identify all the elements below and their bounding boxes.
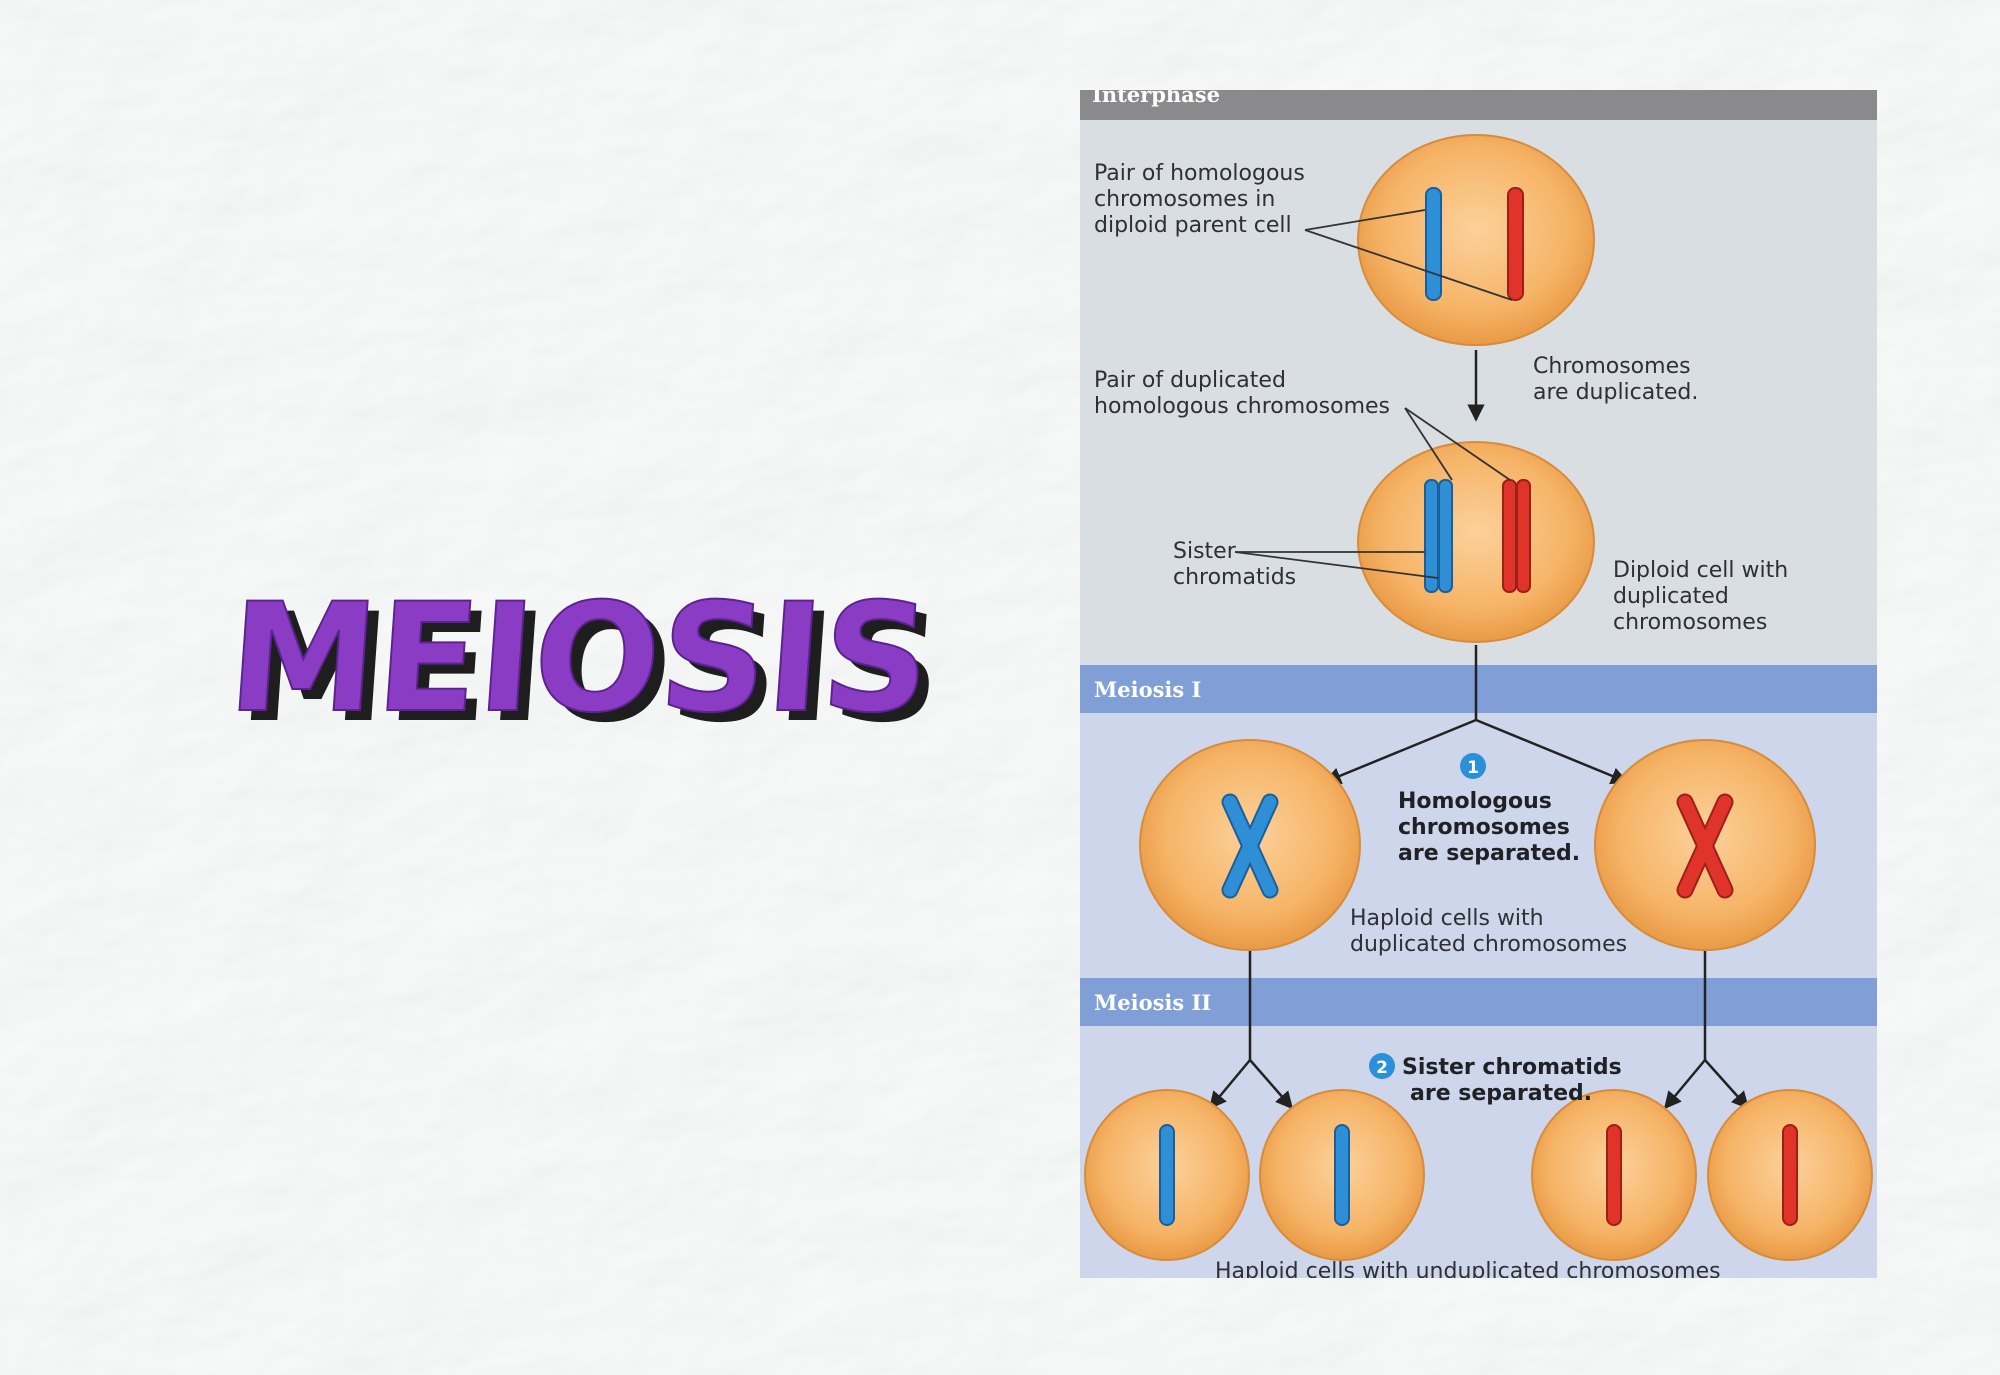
flow-arrows [1208,350,1750,1110]
label-leader-lines [1234,209,1513,579]
label-duplicated: Chromosomes are duplicated. [1533,354,1698,405]
haploid-cell-red [1594,739,1816,951]
label-haploid-duplicated: Haploid cells with duplicated chromosome… [1350,906,1627,957]
meiosis1-band [1080,665,1877,713]
diploid-duplicated-cell [1357,441,1595,643]
haploid-cell-blue [1139,739,1361,951]
title-shadow: MEIOSIS [235,582,947,756]
label-pair-homologous: Pair of homologous chromosomes in diploi… [1094,161,1312,238]
step1-number: 1 [1467,758,1479,778]
step1-badge [1460,753,1486,779]
meiosis-diagram: Interphase Meiosis I Meiosis II [1080,90,1877,1278]
step1-text: Homologous chromosomes are separated. [1398,789,1580,866]
blue-chromosome [1425,187,1442,301]
interphase-header: Interphase [1092,90,1220,107]
label-pair-duplicated: Pair of duplicated homologous chromosome… [1094,368,1390,419]
haploid-cell-blue-2 [1259,1089,1425,1261]
interphase-header-bar [1080,90,1877,120]
meiosis1-label: Meiosis I [1094,677,1201,702]
diploid-parent-cell [1357,134,1595,346]
label-sister-chromatids: Sister chromatids [1173,539,1296,590]
label-diploid: Diploid cell with duplicated chromosomes [1613,558,1795,635]
haploid-cell-red-1 [1531,1089,1697,1261]
step2-text: Sister chromatids are separated. [1402,1055,1629,1106]
red-chromosome [1507,187,1524,301]
haploid-cell-blue-1 [1084,1089,1250,1261]
page-title: MEIOSIS MEIOSIS [222,571,965,760]
meiosis2-band [1080,978,1877,1026]
step2-badge [1369,1053,1395,1079]
title-text: MEIOSIS [223,572,935,746]
meiosis2-label: Meiosis II [1094,990,1211,1015]
step2-number: 2 [1376,1058,1388,1078]
label-haploid-unduplicated: Haploid cells with unduplicated chromoso… [1215,1259,1721,1278]
haploid-cell-red-2 [1707,1089,1873,1261]
